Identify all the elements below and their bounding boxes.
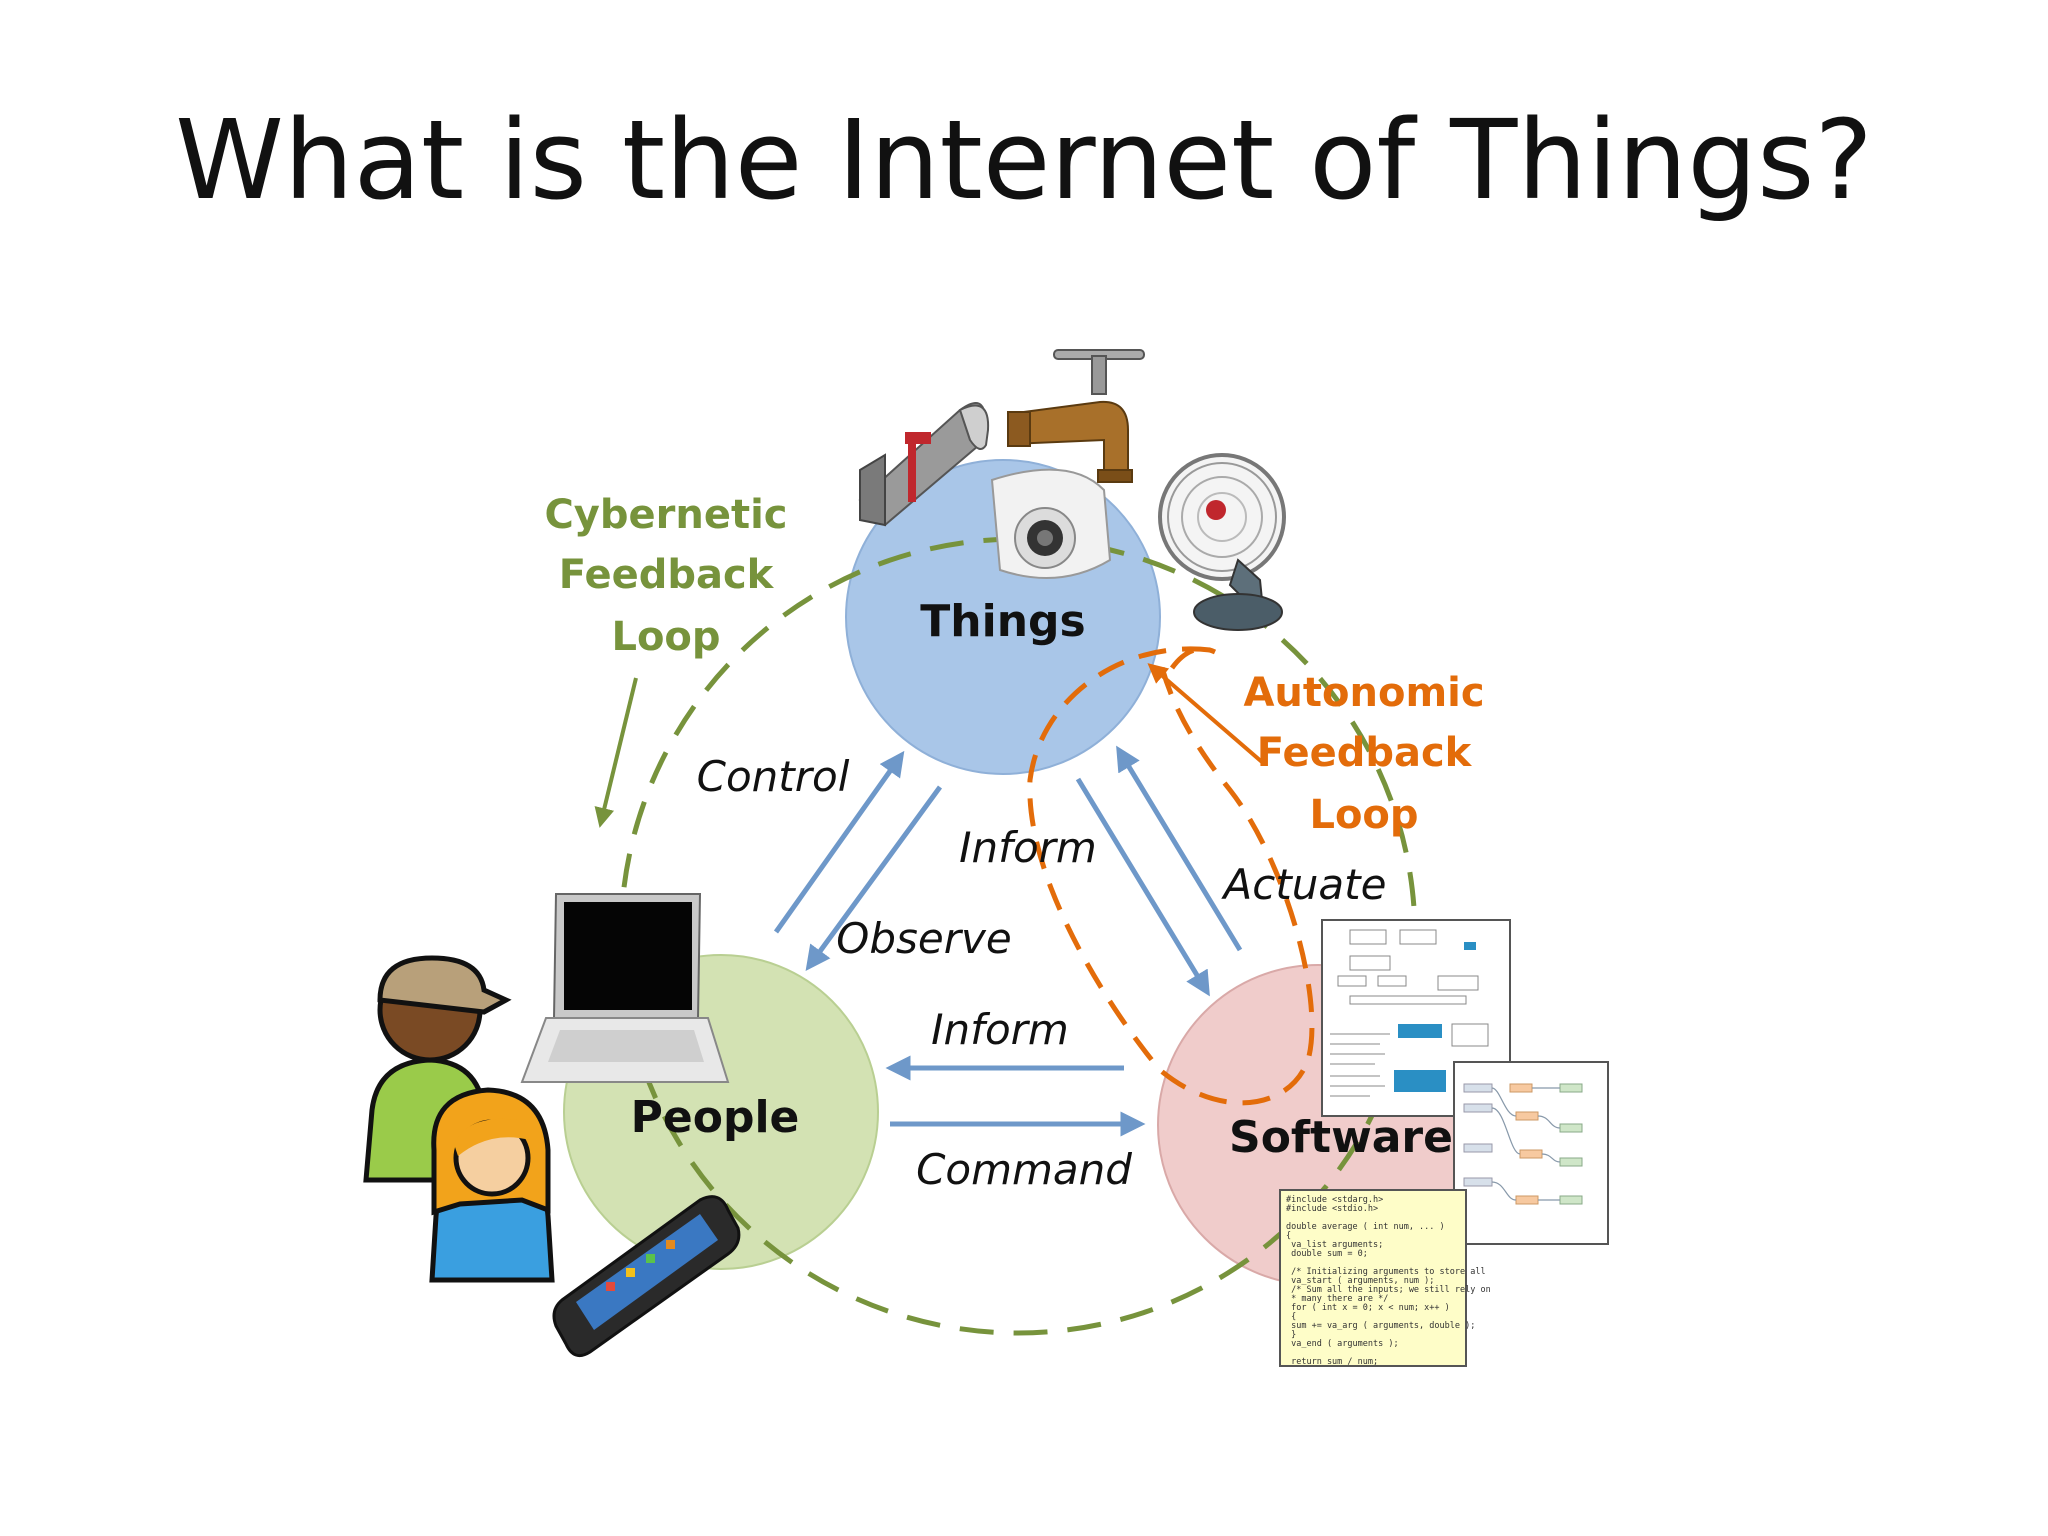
user-woman-icon — [432, 1090, 552, 1280]
autonomic-loop-label-line2: Feedback — [1257, 730, 1473, 776]
code-line: for ( int x = 0; x < num; x++ ) — [1286, 1303, 1450, 1313]
cybernetic-loop-label-line3: Loop — [611, 614, 720, 660]
code-document-icon: #include <stdarg.h>#include <stdio.h> do… — [1280, 1190, 1491, 1367]
node-label-people: People — [631, 1092, 800, 1143]
label-observe: Observe — [836, 914, 1011, 963]
label-inform-things: Inform — [959, 823, 1097, 872]
code-line: double average ( int num, ... ) — [1286, 1222, 1445, 1232]
node-label-things: Things — [920, 596, 1085, 647]
code-line: sum += va_arg ( arguments, double ); — [1286, 1321, 1475, 1331]
label-control: Control — [697, 752, 850, 801]
autonomic-loop-label-line3: Loop — [1309, 792, 1418, 838]
label-inform-software: Inform — [931, 1005, 1069, 1054]
security-camera-icon — [992, 470, 1110, 578]
cybernetic-loop-label-line2: Feedback — [559, 552, 775, 598]
graph-document-icon — [1454, 1062, 1608, 1244]
fan-icon — [1160, 455, 1284, 630]
code-line: return sum / num; — [1286, 1357, 1378, 1367]
label-command: Command — [916, 1145, 1132, 1194]
autonomic-loop-label-line1: Autonomic — [1243, 670, 1484, 716]
cybernetic-loop-arrow — [601, 678, 636, 822]
node-label-software: Software — [1229, 1112, 1453, 1163]
code-line: va_end ( arguments ); — [1286, 1339, 1399, 1349]
laptop-icon — [522, 894, 728, 1082]
cybernetic-loop-label-line1: Cybernetic — [544, 492, 787, 538]
actuate-arrow — [1120, 752, 1240, 950]
code-line: #include <stdio.h> — [1286, 1204, 1378, 1214]
label-actuate: Actuate — [1221, 860, 1387, 909]
code-line: double sum = 0; — [1286, 1249, 1368, 1259]
inform-things-arrow — [1078, 779, 1206, 990]
